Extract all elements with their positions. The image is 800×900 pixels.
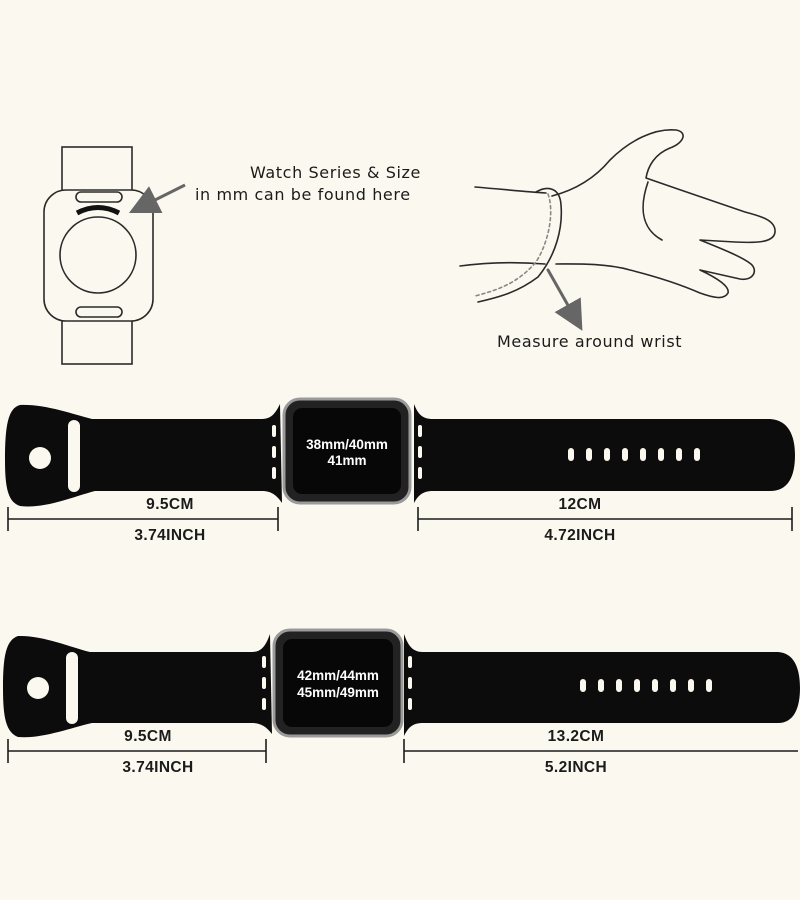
dimension-lines-large (7, 739, 798, 763)
watch-band-small (5, 397, 795, 507)
buckle-hole-1 (29, 447, 51, 469)
watch-screen-large (283, 639, 393, 727)
buckle-hole-2 (27, 677, 49, 699)
band-small-right-length-cm: 12CM (558, 496, 602, 513)
watch-band-large (3, 628, 800, 738)
band-small-left-length-cm: 9.5CM (146, 496, 194, 513)
band-large-face-size-line2: 45mm/49mm (297, 685, 379, 700)
wrist-measure-illustration (459, 129, 776, 331)
watch-screen-small (293, 408, 401, 494)
dimension-lines-small (7, 507, 793, 531)
strap-loop-slot (68, 420, 80, 492)
size-location-callout-line2: in mm can be found here (195, 185, 411, 204)
band-small-face-size-line2: 41mm (327, 453, 367, 468)
band-large-right-length-inch: 5.2INCH (544, 759, 608, 776)
band-large-face-size-line1: 42mm/44mm (297, 668, 379, 683)
band-small-left-length-inch: 3.74INCH (134, 527, 206, 544)
band-large-left-length-inch: 3.74INCH (122, 759, 194, 776)
measure-wrist-callout: Measure around wrist (497, 332, 683, 351)
watch-back-illustration (43, 146, 186, 365)
band-large-right-length-cm: 13.2CM (547, 728, 605, 745)
band-small-right-length-inch: 4.72INCH (544, 527, 616, 544)
band-small-face-size-line1: 38mm/40mm (306, 437, 388, 452)
band-large-left-length-cm: 9.5CM (124, 728, 172, 745)
size-location-callout-line1: Watch Series & Size (250, 163, 421, 182)
